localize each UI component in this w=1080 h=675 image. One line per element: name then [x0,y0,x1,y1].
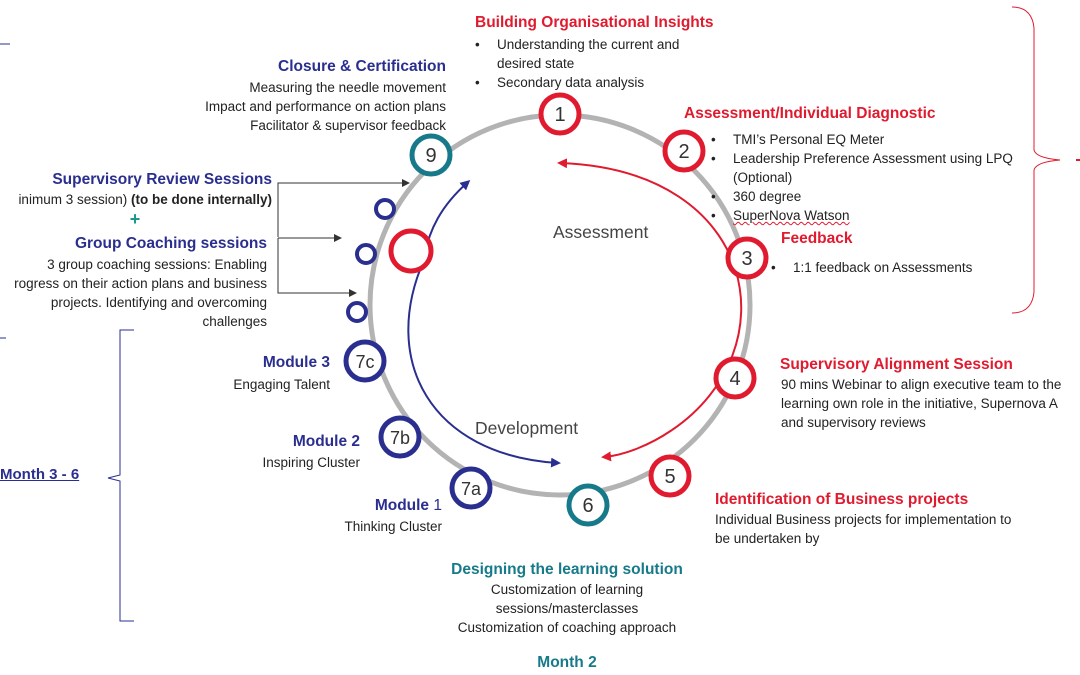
coaching-line: rogress on their action plans and busine… [14,276,267,291]
step2-bullet: •SuperNova Watson [711,208,850,223]
step6-title: Designing the learning solution [451,561,683,578]
module-2-sub: Inspiring Cluster [262,455,360,470]
step-node-label: 6 [582,495,593,517]
step-node-ring [566,483,610,527]
label-development: Development [475,418,579,438]
step-node-3: 3 [725,236,769,280]
step4-title: Supervisory Alignment Session [780,356,1013,373]
module-3-title: Module 3 [262,354,330,371]
step-node-9: 9 [409,133,453,177]
step5-title: Identification of Business projects [715,491,969,508]
step-node-label: 7a [461,479,482,499]
step-node-label: 7c [355,352,374,372]
month-3-6-label: Month 3 - 6 [0,466,80,483]
step-node-label: 1 [554,104,565,126]
assessment-arrow-tail [601,429,673,462]
step-node-ring [343,339,387,383]
step2-bullet: •Leadership Preference Assessment using … [711,151,1013,166]
step-node-4: 4 [713,356,757,400]
connector-review [277,179,410,237]
step5-line: Individual Business projects for impleme… [715,512,1012,527]
step-node-label: 9 [425,145,436,167]
step2-bullet-cont: (Optional) [733,170,793,185]
coaching-line: 3 group coaching sessions: Enabling [47,257,267,272]
step-node-label: 5 [664,466,675,488]
label-assessment: Assessment [553,222,649,242]
module-3-sub: Engaging Talent [233,377,330,392]
step9-line: Measuring the needle movement [249,80,446,95]
step-node-1: 1 [538,92,582,136]
step1-title: Building Organisational Insights [475,14,714,31]
step-node-label: 2 [678,141,689,163]
coaching-session-ring [346,301,368,323]
step-node-7c: 7c [343,339,387,383]
step-node-7a: 7a [449,466,493,510]
module-1-sub: Thinking Cluster [344,519,442,534]
coaching-session-ring [355,243,377,265]
step1-bullet: •Secondary data analysis [475,75,645,90]
step-node-ring [725,236,769,280]
development-arrow [407,259,561,468]
step-node-ring [378,415,422,459]
step6-line: Customization of learning [490,582,644,597]
step1-bullet-cont: desired state [497,56,575,71]
step-node-label: 3 [741,248,752,270]
step-node-ring [713,356,757,400]
step9-title: Closure & Certification [278,58,446,75]
step9-line: Facilitator & supervisor feedback [250,118,446,133]
plus-sign: + [129,209,141,229]
step-node-ring [449,466,493,510]
step-node-ring [409,133,453,177]
step3-bullet: •1:1 feedback on Assessments [771,260,973,275]
step4-line: and supervisory reviews [781,415,926,430]
bracket-right [1011,6,1061,314]
review-sessions-title: Supervisory Review Sessions [52,171,272,188]
step-node-ring [662,129,706,173]
module-1-title: Module 1 [374,497,442,514]
coaching-line: challenges [202,314,267,329]
review-sessions-sub: inimum 3 session) (to be done internally… [18,192,272,207]
coaching-sessions-title: Group Coaching sessions [74,235,267,252]
month-2-label: Month 2 [537,654,597,671]
step9-line: Impact and performance on action plans [205,99,446,114]
step1-bullet: •Understanding the current and [475,37,680,52]
module-2-title: Module 2 [292,433,360,450]
coaching-line: projects. Identifying and overcoming [50,295,267,310]
step2-title: Assessment/Individual Diagnostic [684,105,936,122]
bracket-month-3-6 [107,329,134,622]
step-node-label: 4 [729,368,740,390]
step-node-2: 2 [662,129,706,173]
step3-title: Feedback [781,230,853,247]
step6-line: Customization of coaching approach [457,620,677,635]
step-node-ring [648,454,692,498]
step2-bullet: •360 degree [711,189,802,204]
step-node-7b: 7b [378,415,422,459]
connector-challenges [277,238,357,297]
step-node-6: 6 [566,483,610,527]
step5-line: be undertaken by [715,531,820,546]
step-node-5: 5 [648,454,692,498]
review-session-ring [374,198,396,220]
step2-bullet: •TMI’s Personal EQ Meter [711,132,885,147]
step4-line: 90 mins Webinar to align executive team … [781,377,1062,392]
supervisory-review-node [388,228,434,274]
step-node-label: 7b [390,428,410,448]
step-node-ring [538,92,582,136]
step6-line: sessions/masterclasses [495,601,639,616]
step4-line: learning own role in the initiative, Sup… [781,396,1058,411]
